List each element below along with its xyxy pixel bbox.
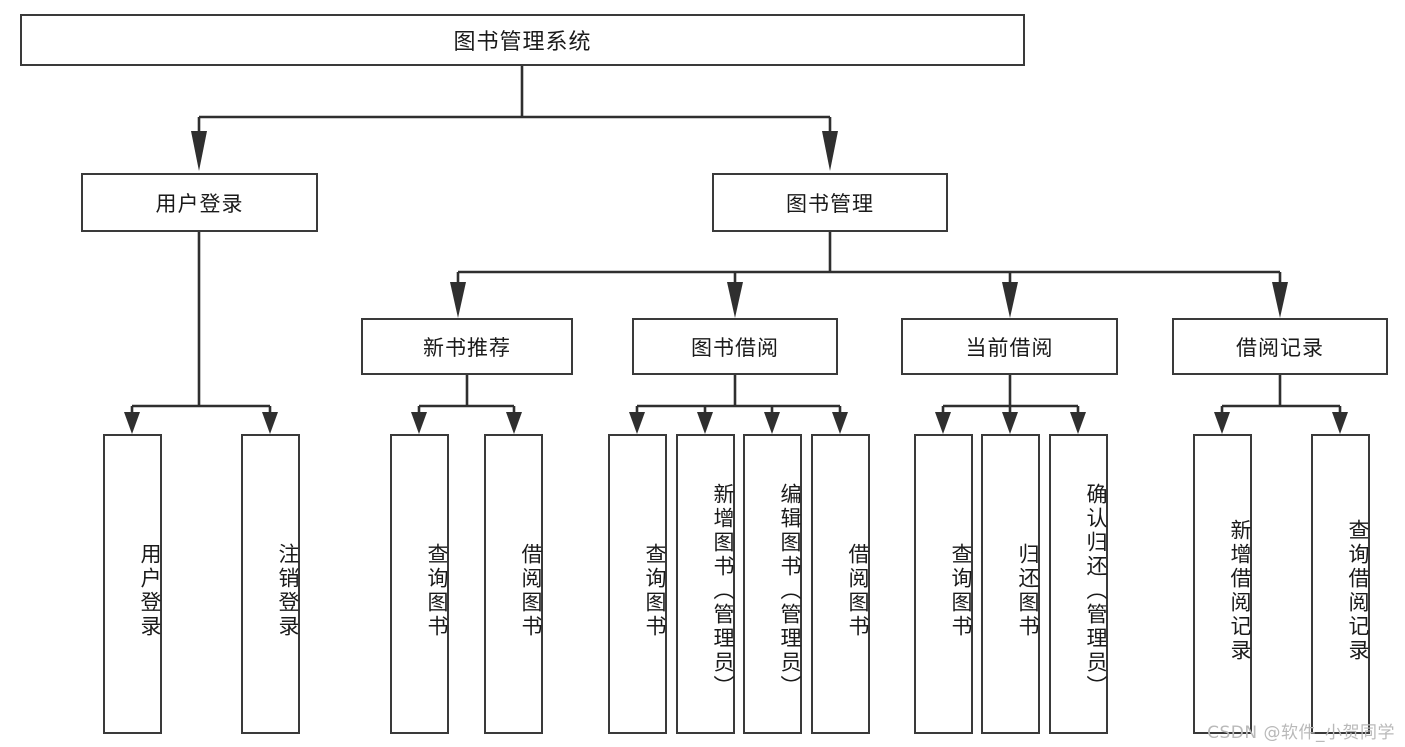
node-label: 用户登录 (155, 191, 244, 216)
node-current-borrowing[interactable]: 当前借阅 (901, 318, 1118, 375)
node-book-borrowing[interactable]: 图书借阅 (632, 318, 838, 375)
node-label: 查询图书 (643, 543, 667, 639)
leaf-borrow-books-borrowing[interactable]: 借阅图书 (811, 434, 870, 734)
leaf-query-books-current[interactable]: 查询图书 (914, 434, 973, 734)
leaf-query-books-borrowing[interactable]: 查询图书 (608, 434, 667, 734)
node-label: 注销登录 (276, 543, 300, 639)
node-label: 用户登录 (138, 543, 162, 639)
node-new-book-recommendation[interactable]: 新书推荐 (361, 318, 573, 375)
node-book-management[interactable]: 图书管理 (712, 173, 948, 232)
node-label: 借阅图书 (846, 543, 870, 639)
csdn-watermark: CSDN @软件_小贺同学 (1207, 723, 1395, 743)
node-label: 当前借阅 (965, 335, 1054, 360)
leaf-query-books-recommendation[interactable]: 查询图书 (390, 434, 449, 734)
node-label: 新书推荐 (423, 335, 511, 360)
node-label: 新增图书（管理员） (711, 483, 735, 699)
leaf-add-book-admin[interactable]: 新增图书（管理员） (676, 434, 735, 734)
leaf-user-login[interactable]: 用户登录 (103, 434, 162, 734)
leaf-logout[interactable]: 注销登录 (241, 434, 300, 734)
node-label: 查询借阅记录 (1346, 519, 1370, 663)
node-label: 确认归还（管理员） (1084, 483, 1108, 699)
node-label: 查询图书 (425, 543, 449, 639)
node-label: 编辑图书（管理员） (778, 483, 802, 699)
leaf-add-borrowing-record[interactable]: 新增借阅记录 (1193, 434, 1252, 734)
node-label: 图书管理 (786, 191, 874, 216)
leaf-return-books[interactable]: 归还图书 (981, 434, 1040, 734)
node-user-login[interactable]: 用户登录 (81, 173, 318, 232)
node-root-library-management-system[interactable]: 图书管理系统 (20, 14, 1025, 66)
leaf-edit-book-admin[interactable]: 编辑图书（管理员） (743, 434, 802, 734)
node-label: 图书借阅 (691, 335, 779, 360)
leaf-confirm-return-admin[interactable]: 确认归还（管理员） (1049, 434, 1108, 734)
leaf-borrow-books-recommendation[interactable]: 借阅图书 (484, 434, 543, 734)
node-label: 归还图书 (1016, 543, 1040, 639)
leaf-query-borrowing-record[interactable]: 查询借阅记录 (1311, 434, 1370, 734)
node-label: 新增借阅记录 (1228, 519, 1252, 663)
node-label: 借阅图书 (519, 543, 543, 639)
node-label: 图书管理系统 (453, 30, 592, 55)
node-label: 查询图书 (949, 543, 973, 639)
node-borrowing-records[interactable]: 借阅记录 (1172, 318, 1388, 375)
node-label: 借阅记录 (1236, 335, 1324, 360)
